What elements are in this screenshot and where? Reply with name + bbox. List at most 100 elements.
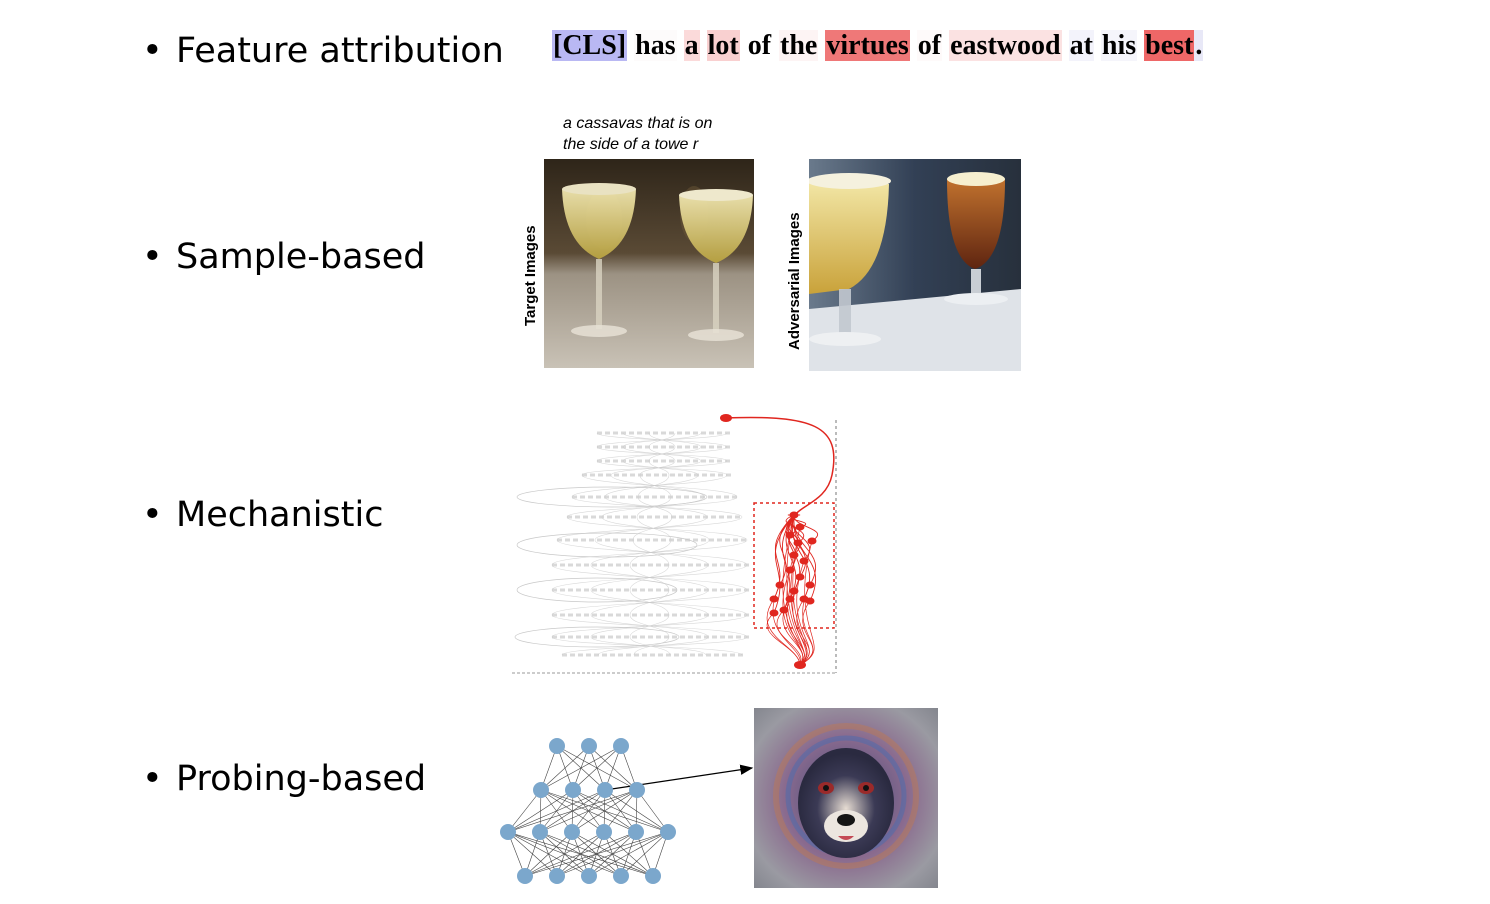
graph-node	[628, 495, 633, 499]
circuit-node	[779, 606, 789, 614]
graph-node	[605, 459, 610, 463]
graph-node	[728, 613, 733, 617]
graph-node	[693, 431, 698, 435]
graph-node	[592, 563, 597, 567]
graph-node	[682, 653, 687, 657]
graph-node	[700, 495, 705, 499]
graph-node	[639, 515, 644, 519]
graph-node	[645, 431, 650, 435]
graph-node	[685, 445, 690, 449]
graph-node	[668, 495, 673, 499]
attribution-token: of	[916, 30, 943, 61]
graph-node	[575, 515, 580, 519]
graph-node	[671, 515, 676, 519]
graph-node	[725, 538, 730, 542]
bullet-dot: •	[142, 759, 163, 799]
graph-node	[712, 613, 717, 617]
graph-node	[696, 588, 701, 592]
graph-node	[600, 563, 605, 567]
graph-node	[584, 563, 589, 567]
graph-node	[741, 538, 746, 542]
nn-connection	[524, 831, 605, 877]
graph-node	[720, 588, 725, 592]
nn-connection	[507, 789, 638, 833]
graph-node	[693, 538, 698, 542]
attribution-token: best	[1144, 30, 1195, 61]
neuron-node	[596, 824, 612, 840]
graph-node	[708, 495, 713, 499]
graph-edge	[556, 516, 743, 541]
graph-node	[701, 459, 706, 463]
graph-node	[717, 431, 722, 435]
neuron-node	[660, 824, 676, 840]
graph-node	[567, 515, 572, 519]
graph-node	[663, 515, 668, 519]
circuit-node	[805, 597, 815, 605]
neuron-node	[613, 868, 629, 884]
graph-node	[717, 538, 722, 542]
bullet-dot: •	[142, 31, 163, 71]
graph-node	[672, 613, 677, 617]
graph-node	[572, 495, 577, 499]
graph-node	[664, 613, 669, 617]
circuit-node	[795, 573, 805, 581]
attribution-sentence: [CLS] has a lot of the virtues of eastwo…	[552, 28, 1204, 64]
bullet-dot: •	[142, 495, 163, 535]
graph-node	[592, 588, 597, 592]
graph-node	[709, 431, 714, 435]
graph-node	[629, 445, 634, 449]
graph-edge	[601, 516, 710, 541]
circuit-node	[795, 523, 805, 531]
circuit-node	[789, 587, 799, 595]
graph-node	[725, 431, 730, 435]
graph-node	[717, 459, 722, 463]
graph-node	[672, 635, 677, 639]
graph-node	[613, 445, 618, 449]
graph-node	[591, 515, 596, 519]
graph-node	[653, 431, 658, 435]
graph-node	[606, 473, 611, 477]
graph-edge	[551, 539, 748, 566]
attribution-token: eastwood	[949, 30, 1062, 61]
probe-arrow	[604, 764, 754, 791]
circuit-edge	[792, 576, 808, 666]
attribution-token: has	[634, 30, 677, 61]
nn-connection	[636, 789, 669, 833]
graph-node	[560, 613, 565, 617]
graph-node	[605, 538, 610, 542]
graph-node	[640, 635, 645, 639]
graph-node	[583, 515, 588, 519]
graph-node	[694, 473, 699, 477]
graph-edge	[551, 564, 748, 591]
graph-node	[701, 538, 706, 542]
graph-node	[586, 653, 591, 657]
graph-node	[636, 495, 641, 499]
nn-connection	[539, 789, 638, 833]
neuron-node	[532, 824, 548, 840]
graph-node	[648, 588, 653, 592]
circuit-edge	[796, 598, 810, 666]
graph-node	[696, 563, 701, 567]
graph-node	[632, 563, 637, 567]
graph-node	[580, 495, 585, 499]
graph-node	[688, 613, 693, 617]
graph-edge	[551, 589, 748, 616]
graph-node	[680, 588, 685, 592]
neuron-node	[581, 868, 597, 884]
graph-node	[584, 588, 589, 592]
graph-node	[660, 495, 665, 499]
graph-node	[634, 653, 639, 657]
bullet-probing-based: •Probing-based	[142, 759, 426, 799]
circuit-node	[785, 566, 795, 574]
graph-node	[685, 538, 690, 542]
graph-node	[709, 445, 714, 449]
graph-node	[584, 613, 589, 617]
graph-edge	[581, 460, 728, 476]
graph-node	[642, 653, 647, 657]
circuit-node	[785, 531, 795, 539]
graph-node	[656, 613, 661, 617]
graph-node	[718, 473, 723, 477]
graph-node	[584, 635, 589, 639]
graph-edge	[596, 446, 728, 462]
graph-node	[624, 588, 629, 592]
